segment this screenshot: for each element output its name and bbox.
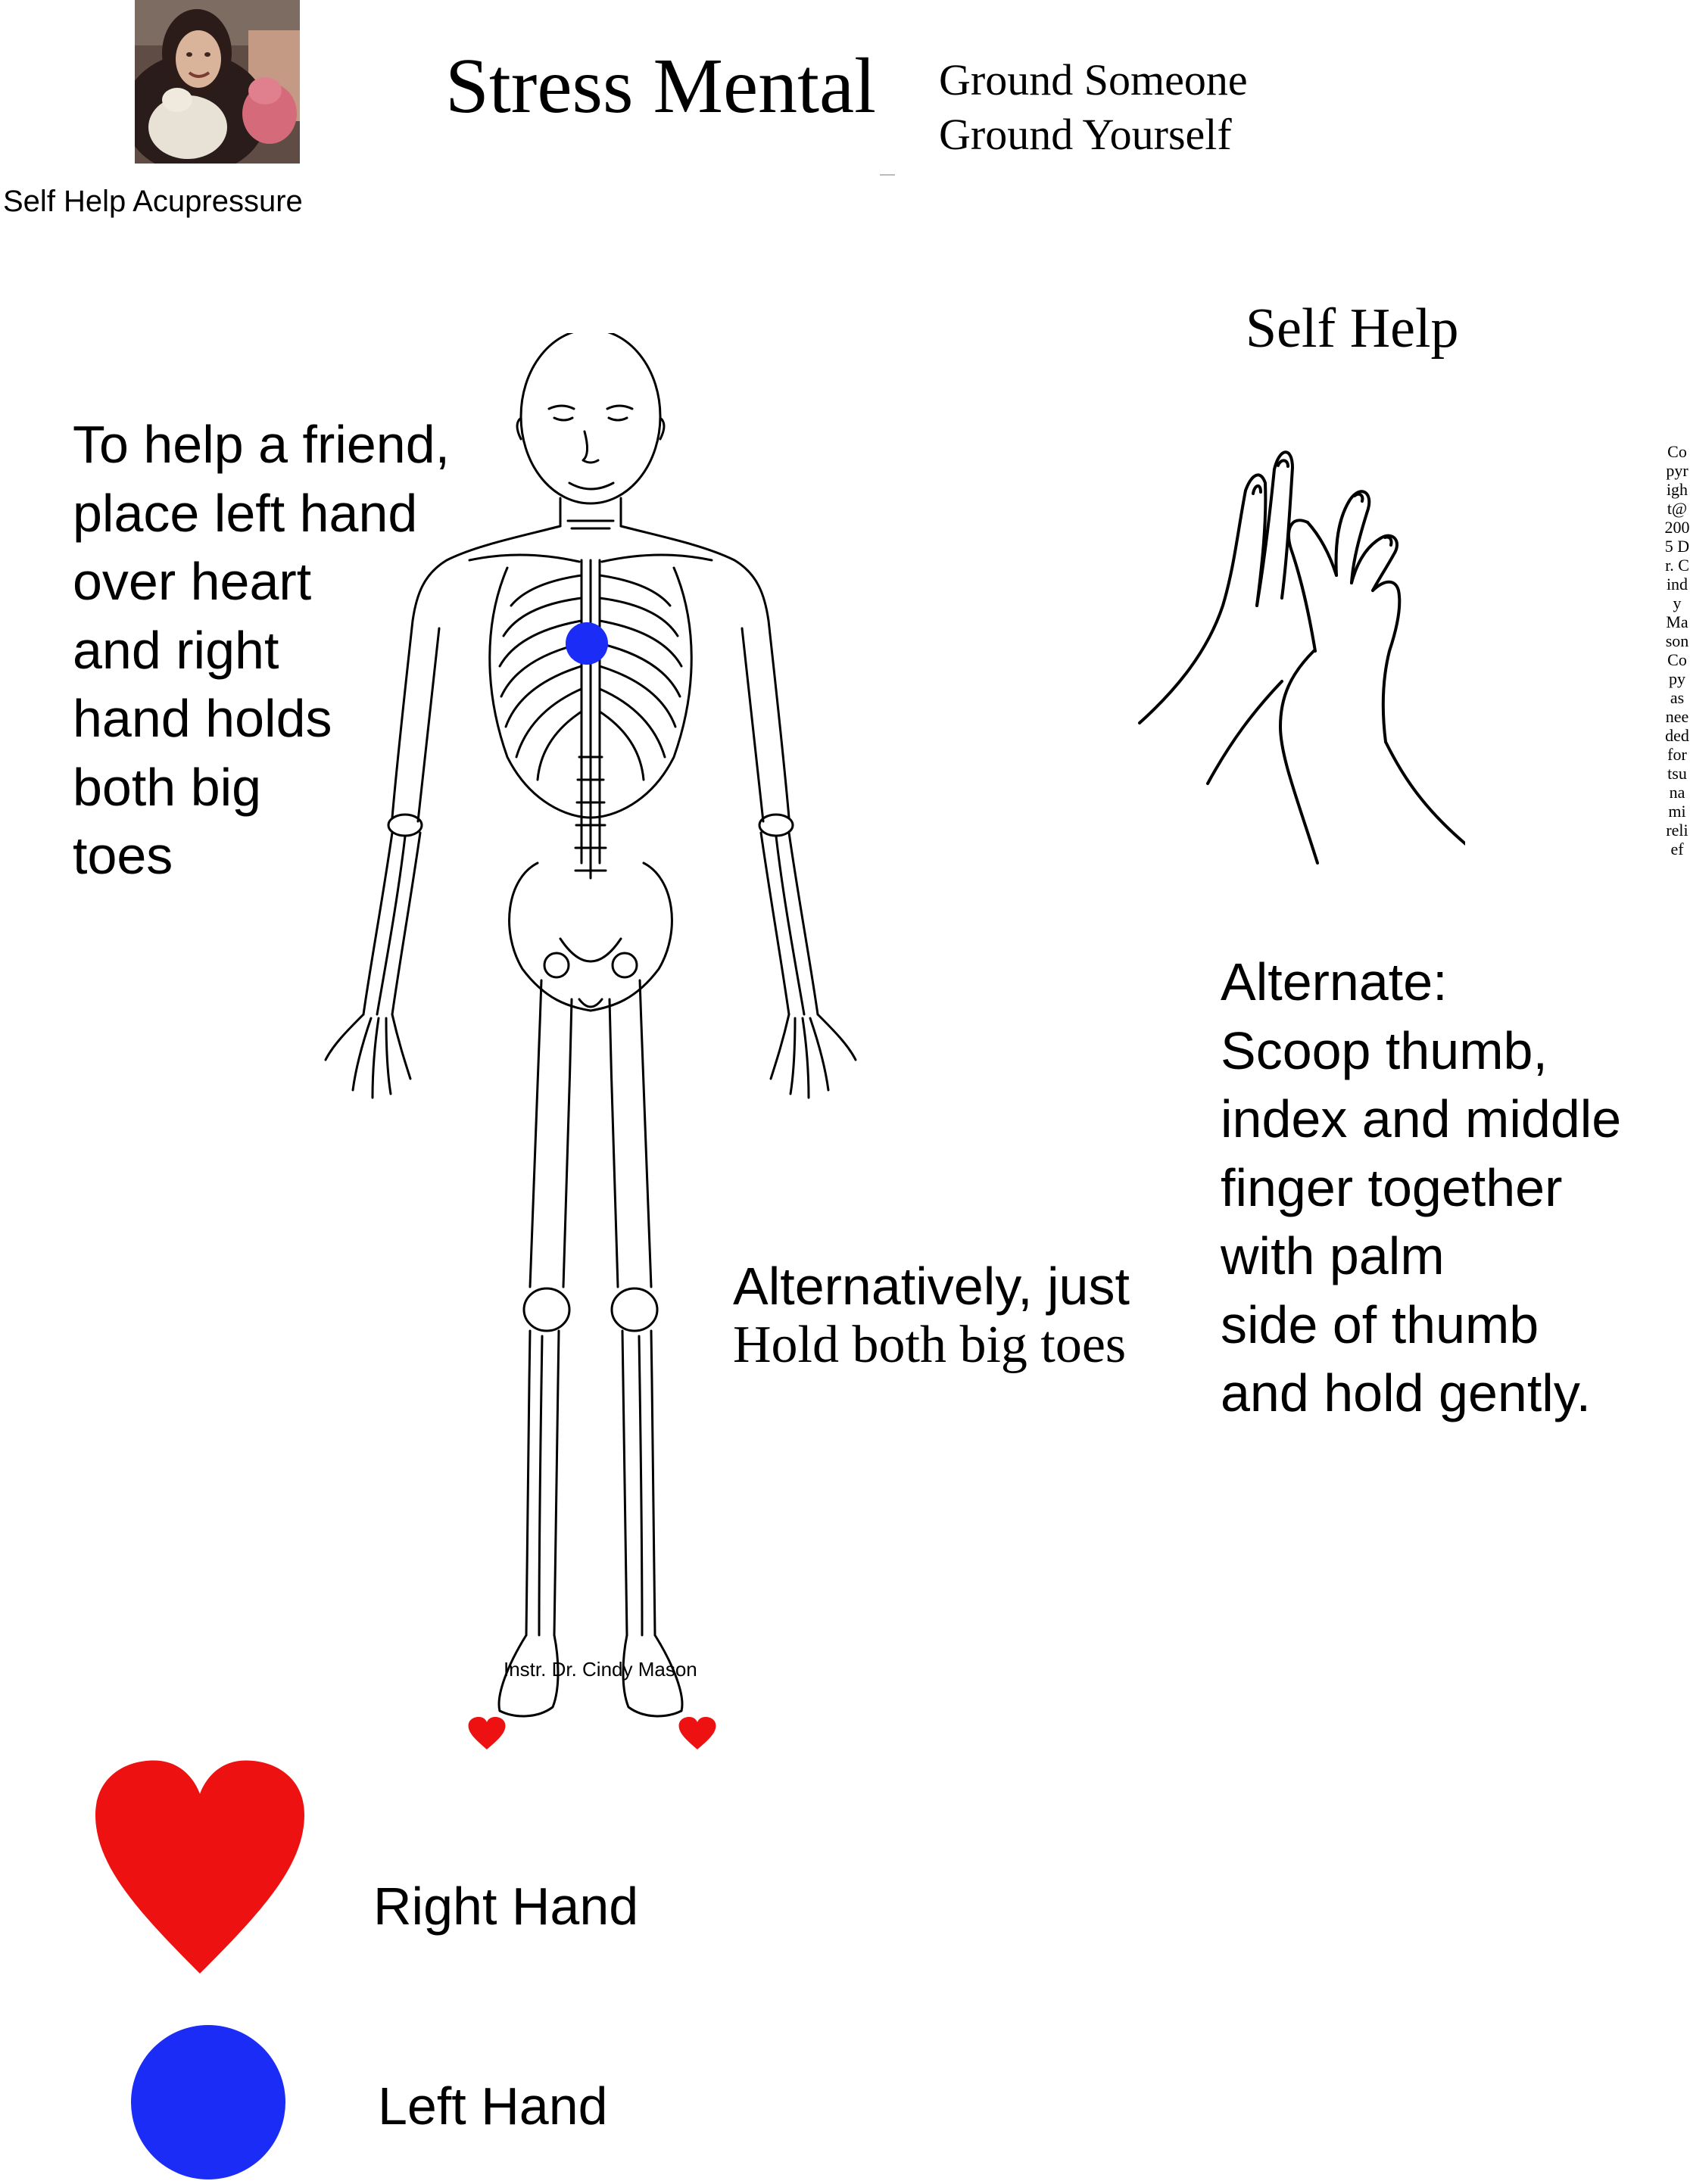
left-big-toe-marker xyxy=(468,1717,506,1754)
heart-icon xyxy=(95,1760,304,1982)
hands-illustration xyxy=(1132,424,1491,882)
self-help-title: Self Help xyxy=(1246,298,1459,360)
page-title: Stress Mental xyxy=(445,42,877,129)
instructor-credit: Instr. Dr. Cindy Mason xyxy=(504,1658,697,1681)
photo-caption: Self Help Acupressure xyxy=(3,185,303,218)
circle-icon xyxy=(130,2024,286,2184)
skeleton-figure xyxy=(280,328,901,1745)
right-big-toe-marker xyxy=(678,1717,716,1754)
alternate-instructions: Alternate: Scoop thumb, index and middle… xyxy=(1221,952,1622,1422)
friend-instructions: To help a friend, place left hand over h… xyxy=(73,415,451,885)
page-subtitle: Ground Someone Ground Yourself xyxy=(939,53,1248,162)
subtitle-line-ground-yourself: Ground Yourself xyxy=(939,110,1232,159)
copyright-vertical: Copyright@2005 Dr. Cindy Mason Copy as n… xyxy=(1664,442,1690,858)
divider xyxy=(880,174,895,176)
alternative-line-2: Hold both big toes xyxy=(733,1316,1127,1374)
alternative-line-1: Alternatively, just xyxy=(733,1257,1130,1316)
legend-right-hand-label: Right Hand xyxy=(373,1877,639,1936)
heart-point-marker xyxy=(565,622,609,669)
presenter-photo xyxy=(135,0,300,164)
subtitle-line-ground-someone: Ground Someone xyxy=(939,55,1248,104)
legend-left-hand-label: Left Hand xyxy=(378,2077,608,2136)
alternative-instructions: Alternatively, just Hold both big toes xyxy=(733,1257,1180,1375)
